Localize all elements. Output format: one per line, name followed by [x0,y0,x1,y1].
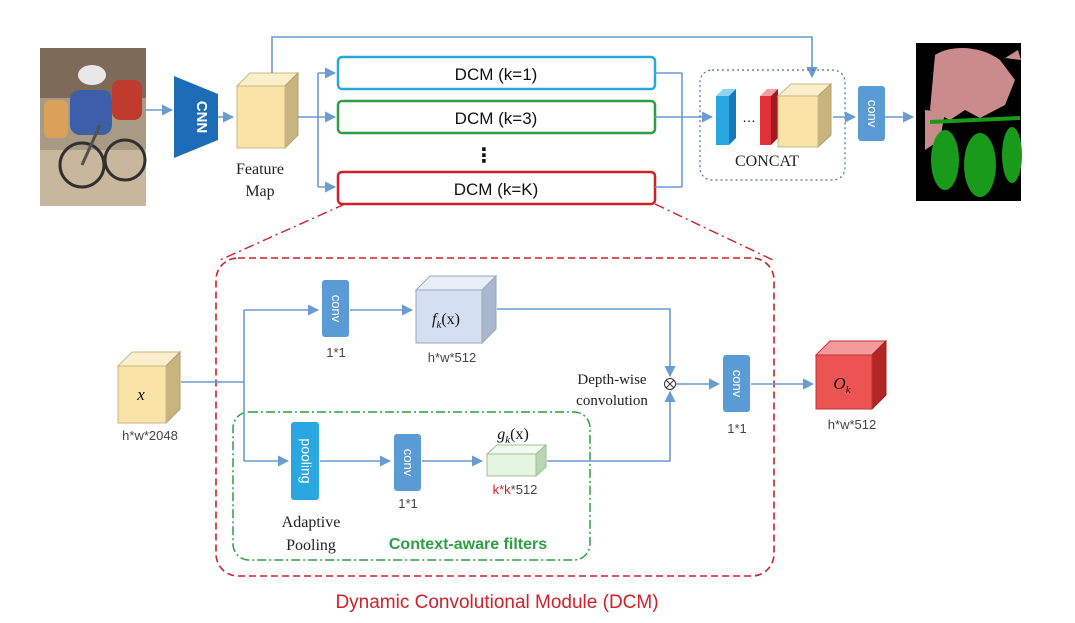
conv-block-right: conv [723,355,750,412]
gk-dims-k: k*k [493,482,512,497]
context-filters-label: Context-aware filters [389,536,547,553]
dcm-box-k1: DCM (k=1) [336,55,657,91]
arrow-gk-to-otimes [547,390,676,462]
conv-block-middle: conv [394,434,421,491]
feature-map-label-line2: Map [245,183,274,200]
fk-label-group: fk(x) [432,311,460,331]
zoom-line-left [219,203,346,261]
dcm-k3-label: DCM (k=3) [455,109,538,128]
ok-dims: h*w*512 [828,417,876,432]
merge-arrows [655,72,714,188]
dcm-box-kK: DCM (k=K) [336,170,657,206]
arrow-skip-to-concat [271,36,818,79]
cnn-label: CNN [193,101,210,134]
conv-middle-size: 1*1 [398,496,418,511]
ok-sub: k [846,384,852,396]
conv-block-upper: conv [322,280,349,337]
dcm-detail-box [215,257,775,577]
otimes-operator [664,378,676,390]
dcm-box-k3: DCM (k=3) [336,99,657,135]
segmentation-output [916,43,1022,201]
gk-label: g [497,426,505,443]
fk-arg: (x) [441,311,460,328]
ok-cube: Ok [814,339,888,411]
split-arrows [181,304,320,467]
arrow-fk-to-otimes [497,308,676,378]
feature-map-label-line1: Feature [236,161,284,178]
concat-box: … [699,69,846,181]
gk-sub: k [505,434,511,446]
dcm-kK-label: DCM (k=K) [454,180,539,199]
cnn-block: CNN [174,76,218,158]
conv-middle-label: conv [401,449,416,477]
conv-block-top: conv [858,86,885,141]
input-dims: h*w*2048 [122,428,178,443]
conv-right-size: 1*1 [727,421,747,436]
depthwise-label-line1: Depth-wise [577,372,646,388]
dcm-vertical-ellipsis: ⋮ [474,145,494,167]
concat-label: CONCAT [735,153,799,170]
gk-dims-rest: *512 [511,482,538,497]
concat-ellipsis: … [742,109,756,125]
dcm-caption: Dynamic Convolutional Module (DCM) [335,592,658,613]
fk-dims: h*w*512 [428,350,476,365]
input-x-cube: x [116,350,182,425]
fk-sub: k [436,319,442,331]
gk-slab [485,443,548,478]
zoom-line-right [654,203,774,261]
pooling-label: pooling [298,438,314,483]
context-filters-box [232,411,591,561]
fk-cube: fk(x) [414,274,498,345]
adaptive-pooling-line1: Adaptive [282,514,341,531]
dcm-k1-label: DCM (k=1) [455,65,538,84]
fk-label: f [432,311,439,328]
ok-label-group: Ok [833,374,851,396]
gk-label-group: gk(x) [497,426,529,446]
gk-dims: k*k*512 [493,482,538,497]
ok-symbol: O [833,374,845,393]
input-x-symbol: x [136,385,145,404]
gk-arg: (x) [510,426,529,443]
conv-upper-label: conv [329,295,344,323]
feature-map-cube [235,71,300,150]
adaptive-pooling-line2: Pooling [286,537,336,554]
conv-right-label: conv [730,370,745,398]
branch-arrows [298,67,337,193]
input-photo [40,48,147,206]
depthwise-label-line2: convolution [576,393,648,409]
conv-upper-size: 1*1 [326,345,346,360]
conv-top-right-label: conv [865,100,880,128]
pooling-block: pooling [291,422,319,500]
